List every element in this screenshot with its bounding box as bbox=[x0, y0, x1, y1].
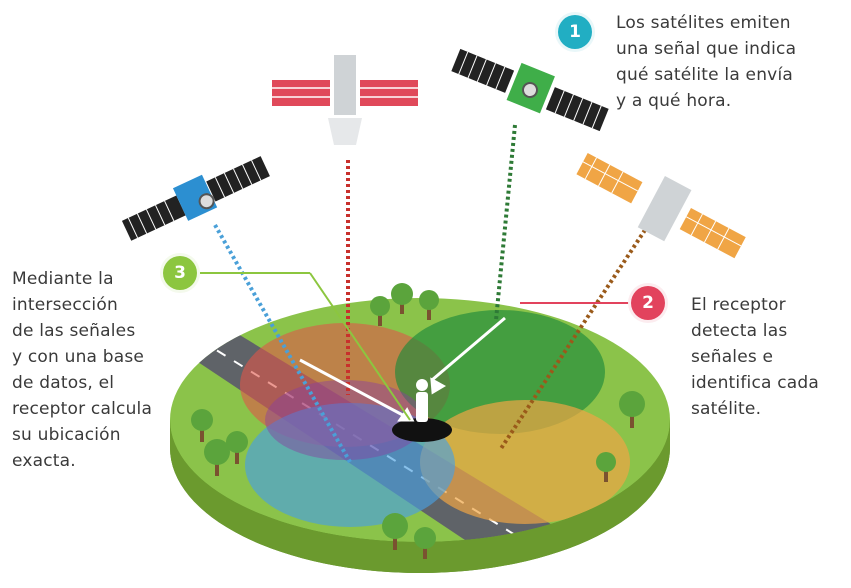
satellite-icon bbox=[121, 156, 270, 241]
tree-icon bbox=[419, 290, 439, 320]
signal-circle-orange bbox=[420, 400, 630, 524]
satellite-icon bbox=[272, 55, 418, 145]
tree-icon bbox=[414, 527, 436, 559]
tree-icon bbox=[204, 439, 230, 476]
tree-icon bbox=[382, 513, 408, 550]
step-badge-1: 1 bbox=[555, 12, 595, 52]
signal-lines bbox=[213, 124, 647, 463]
person-icon bbox=[392, 379, 452, 442]
tree-icon bbox=[226, 431, 248, 464]
step-badge-2: 2 bbox=[628, 283, 668, 323]
tree-icon bbox=[191, 409, 213, 442]
pointer-arrows bbox=[299, 316, 506, 422]
trees bbox=[191, 283, 645, 559]
tree-icon bbox=[596, 452, 616, 482]
tree-icon bbox=[391, 283, 413, 314]
signal-line-green bbox=[494, 124, 517, 321]
satellite-icon bbox=[576, 153, 746, 259]
signal-line-orange bbox=[498, 228, 647, 452]
step-3-text: Mediante la intersección de las señales … bbox=[12, 269, 153, 471]
step-2-text: El receptor detecta las señales e identi… bbox=[691, 295, 819, 419]
tree-icon bbox=[619, 391, 645, 428]
satellite-icon bbox=[451, 48, 609, 132]
signal-circle-purple bbox=[265, 380, 425, 460]
step-badge-3: 3 bbox=[160, 253, 200, 293]
tree-icon bbox=[370, 296, 390, 326]
step-1-text: Los satélites emiten una señal que indic… bbox=[616, 13, 797, 111]
